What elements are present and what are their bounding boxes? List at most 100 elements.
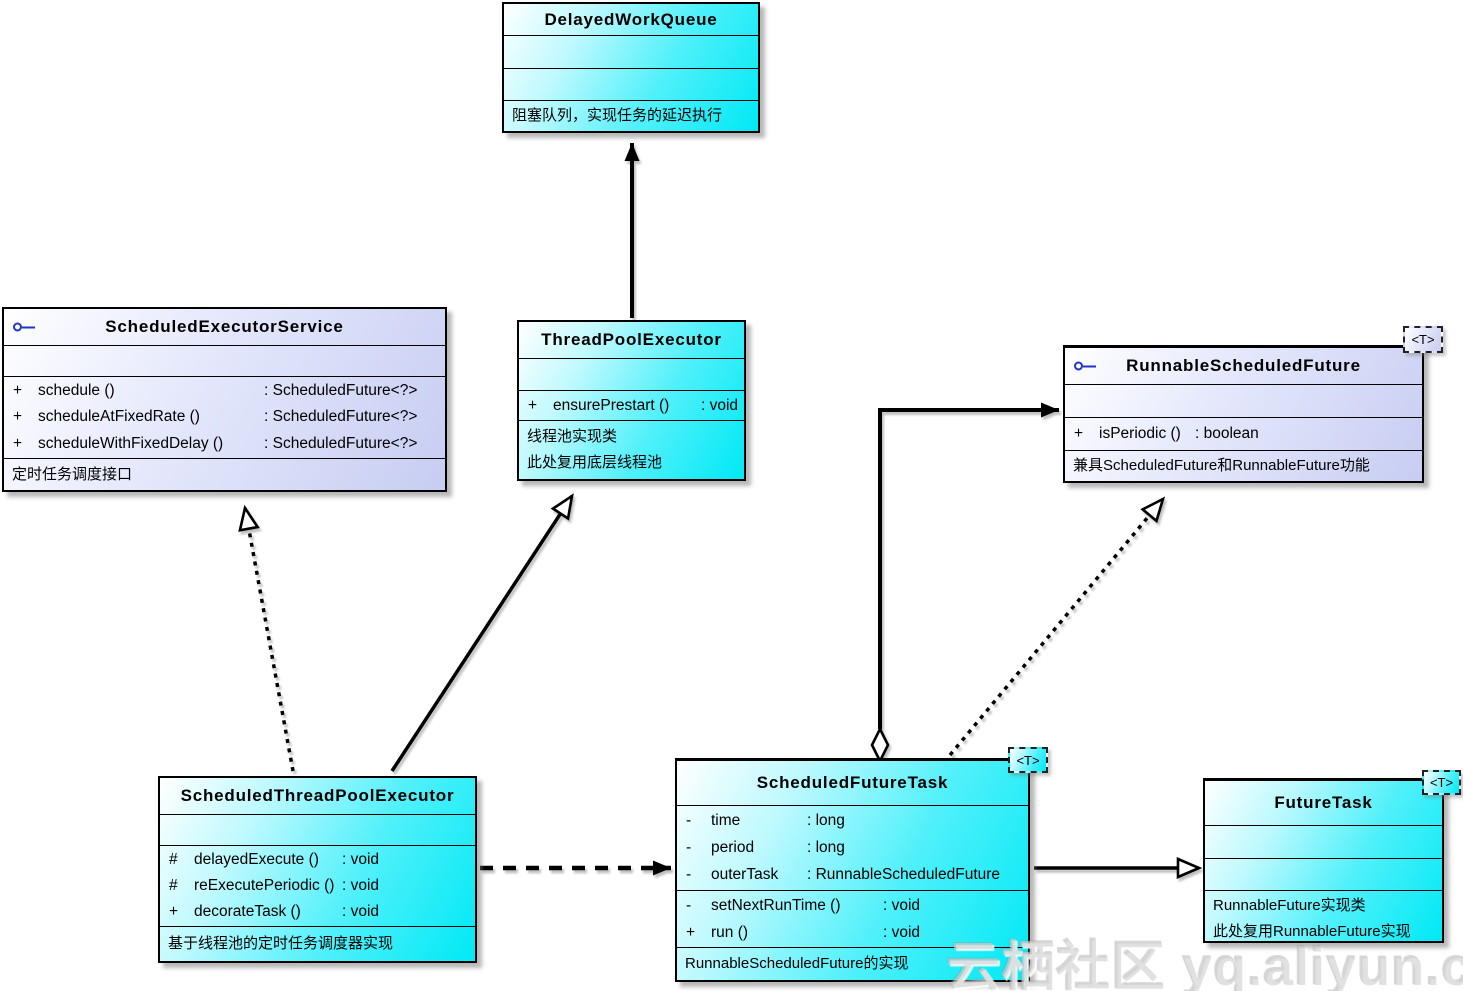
generic-type-tag: <T> [1422,770,1461,795]
member-mtype: : boolean [1195,425,1259,442]
member-row: - outerTask : RunnableScheduledFuture [677,862,1028,889]
attributes-section-empty [504,35,758,68]
member-vis: - [686,811,692,829]
note-line: RunnableFuture实现类 [1213,897,1366,914]
note-line: 基于线程池的定时任务调度器实现 [168,935,394,952]
class-note: RunnableFuture实现类此处复用RunnableFuture实现 [1205,890,1442,947]
member-mname: schedule () [38,382,115,400]
member-row: + decorateTask () : void [160,899,475,925]
arrow-realization-scheduledfuturetask-runnablescheduledfuture [948,496,1166,757]
member-vis: + [1074,425,1084,442]
methods-section-empty [1205,858,1442,890]
arrow-aggregation-scheduledfuturetask-runnablescheduledfuture [878,402,1059,729]
member-row: + ensurePrestart () : void [519,392,744,419]
member-row: #delayedExecute (): void [160,847,475,873]
class-delayedworkqueue: DelayedWorkQueue 阻塞队列，实现任务的延迟执行 [502,2,760,133]
class-note: 兼具ScheduledFuture和RunnableFuture功能 [1065,450,1422,481]
class-title: RunnableScheduledFuture [1065,347,1422,384]
member-mtype: : void [701,396,739,414]
class-note: 基于线程池的定时任务调度器实现 [160,926,475,961]
member-mtype: : ScheduledFuture<?> [264,382,418,400]
member-mname: decorateTask () [194,903,301,920]
member-mname: ensurePrestart () [553,396,670,414]
member-row: + run () : void [677,919,1028,946]
member-mname: scheduleWithFixedDelay () [38,434,224,452]
member-mtype: : void [883,923,921,941]
member-mtype: : ScheduledFuture<?> [264,434,418,452]
note-line: 定时任务调度接口 [12,465,133,483]
generic-type-tag: <T> [1403,326,1443,353]
member-mname: scheduleAtFixedRate () [38,408,200,426]
member-mname: outerTask [711,866,779,884]
class-runnablescheduledfuture: <T> RunnableScheduledFuture + isPeriodic … [1063,326,1443,483]
class-title-text: RunnableScheduledFuture [1126,356,1361,375]
attributes-section-empty [4,345,445,376]
member-mname: delayedExecute () [194,851,319,868]
member-row: # reExecutePeriodic () : void [160,873,475,899]
note-line: 线程池实现类 [527,428,618,445]
member-vis: + [13,408,23,426]
note-line: 兼具ScheduledFuture和RunnableFuture功能 [1073,457,1370,474]
attributes-section-empty [519,358,744,390]
member-mtype: : ScheduledFuture<?> [264,408,418,426]
methods-section: + ensurePrestart () : void [519,390,744,420]
class-scheduledfuturetask: <T> ScheduledFutureTask -time: long-peri… [675,747,1048,982]
aggregation-diamond [870,726,890,764]
note-line: 阻塞队列，实现任务的延迟执行 [512,107,723,124]
class-title: FutureTask [1205,780,1442,825]
attributes-section-empty [160,814,475,845]
class-scheduledexecutorservice: ScheduledExecutorService + schedule () : S… [2,307,447,492]
member-mtype: : void [342,903,380,920]
member-mname: reExecutePeriodic () [194,877,335,894]
member-mname: period [711,838,755,856]
note-line: RunnableScheduledFuture的实现 [685,955,909,972]
methods-section: # delayedExecute () : void # reExecutePeriod… [160,845,475,926]
class-note: 定时任务调度接口 [4,458,445,490]
member-vis: # [169,851,178,868]
class-futuretask: <T> FutureTask RunnableFuture实现类此处复用Runn… [1203,770,1461,943]
class-title: ScheduledThreadPoolExecutor [180,786,455,805]
attributes-section-empty [1205,825,1442,858]
arrow-realization-scheduledthreadpoolexecutor-scheduledexecutorservice [238,504,295,772]
member-mtype: : void [342,877,380,894]
methods-section: + schedule () : ScheduledFuture<?> + schedul… [4,376,445,458]
watermark: 云栖社区 yq.aliyun.com [946,937,1463,991]
class-title: ScheduledExecutorService [4,309,445,345]
member-mname: setNextRunTime () [711,896,841,914]
class-note: 线程池实现类此处复用底层线程池 [519,420,744,479]
class-title: ScheduledFutureTask [677,760,1028,805]
member-row: + scheduleAtFixedRate () : ScheduledFuture… [4,404,445,430]
member-vis: # [169,877,178,894]
member-vis: + [13,434,23,452]
attributes-section: -time: long-period: long-outerTask: Runn… [677,805,1028,890]
member-row: + scheduleWithFixedDelay () : ScheduledFut… [4,431,445,457]
class-note: 阻塞队列，实现任务的延迟执行 [504,100,758,131]
member-vis: + [169,903,179,920]
class-title-text: ScheduledExecutorService [105,317,344,336]
attributes-section-empty [1065,384,1422,417]
member-vis: + [528,396,538,414]
note-line: 此处复用底层线程池 [527,454,663,471]
interface-icon [1074,361,1096,371]
class-threadpoolexecutor: ThreadPoolExecutor +ensurePrestart (): v… [517,320,746,481]
methods-section: - setNextRunTime () : void + run () : void [677,890,1028,947]
class-title: DelayedWorkQueue [544,9,718,29]
member-row: - setNextRunTime () : void [677,892,1028,919]
member-mtype: : long [807,811,845,829]
note-line: 此处复用RunnableFuture实现 [1213,923,1411,940]
class-note: RunnableScheduledFuture的实现 [677,947,1028,980]
member-mname: run () [711,923,749,941]
methods-section-empty [504,68,758,100]
member-vis: - [686,866,692,884]
methods-section: + isPeriodic () : boolean [1065,417,1422,450]
member-mname: time [711,811,741,829]
member-mname: isPeriodic () [1099,425,1181,442]
member-vis: - [686,838,692,856]
member-vis: - [686,896,692,914]
member-vis: + [13,382,23,400]
member-vis: + [686,923,696,941]
class-scheduledthreadpoolexecutor: ScheduledThreadPoolExecutor # delayedExec… [158,776,477,963]
member-mtype: : void [883,896,921,914]
member-mtype: : RunnableScheduledFuture [807,866,1001,884]
